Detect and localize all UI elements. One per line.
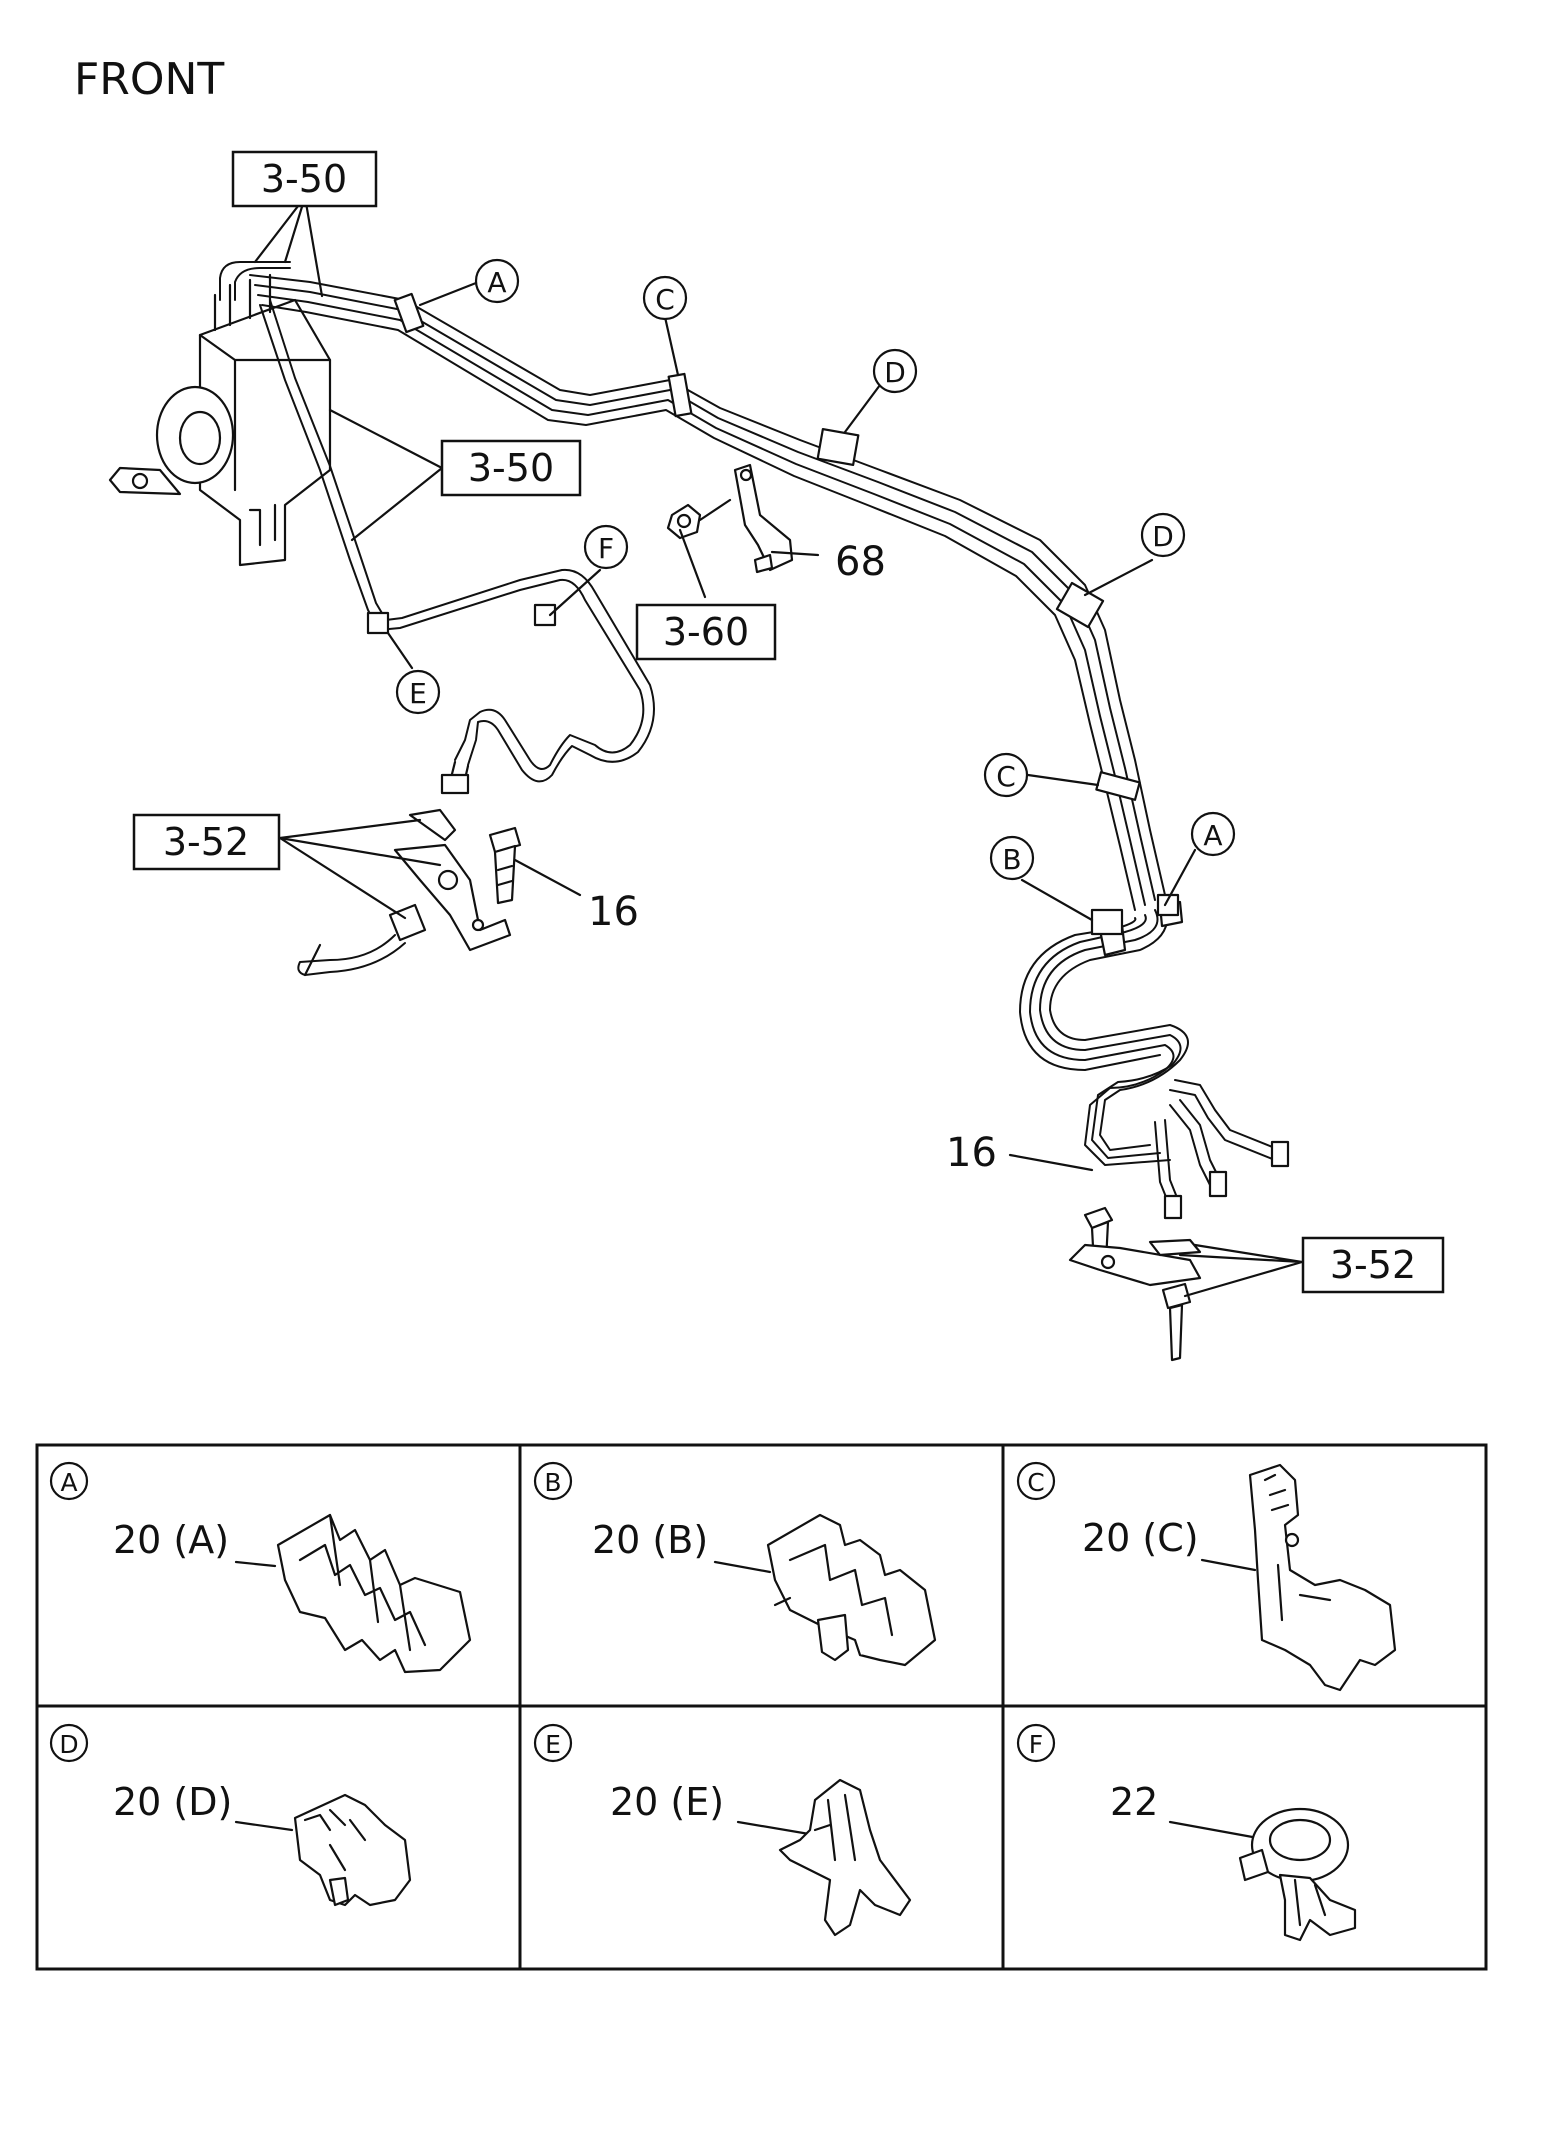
clip-20e-icon xyxy=(778,1778,912,1937)
clip-20a-icon xyxy=(276,1513,472,1674)
callout-c-top: C xyxy=(642,275,688,321)
svg-text:E: E xyxy=(545,1730,561,1759)
svg-text:F: F xyxy=(1029,1730,1043,1759)
callout-c-mid: C xyxy=(983,752,1029,798)
svg-text:D: D xyxy=(59,1730,78,1759)
clip-20d-icon xyxy=(293,1793,412,1907)
callout-e: E xyxy=(395,669,441,715)
front-heading: FRONT xyxy=(74,54,224,105)
detail-cell-b: B 20 (B) xyxy=(533,1461,937,1667)
clip-20c-icon xyxy=(1248,1463,1397,1692)
ref-box-352-right[interactable]: 3-52 xyxy=(1301,1236,1445,1294)
brake-pipe-front-left xyxy=(259,299,655,795)
detail-cell-d: D 20 (D) xyxy=(49,1723,412,1907)
ref-box-350-top[interactable]: 3-50 xyxy=(231,150,378,208)
part-label-20e: 20 (E) xyxy=(610,1780,724,1824)
detail-cell-a: A 20 (A) xyxy=(49,1461,472,1674)
leader-lines xyxy=(253,195,1304,1298)
part-number-68: 68 xyxy=(835,539,886,585)
ref-box-350-mid[interactable]: 3-50 xyxy=(440,439,582,497)
rear-junction-right xyxy=(1019,900,1290,1220)
clip-20b-icon xyxy=(766,1513,937,1667)
svg-text:A: A xyxy=(1203,819,1222,852)
callout-a-top: A xyxy=(474,258,520,304)
svg-text:E: E xyxy=(409,677,427,710)
svg-text:D: D xyxy=(1152,520,1174,553)
clip-22-icon xyxy=(1238,1807,1357,1942)
bracket-68-group xyxy=(666,463,794,574)
part-number-16-left: 16 xyxy=(588,889,639,935)
callout-d-mid: D xyxy=(1140,512,1186,558)
ref-box-360[interactable]: 3-60 xyxy=(635,603,777,661)
part-label-22: 22 xyxy=(1110,1780,1158,1824)
callout-a-right: A xyxy=(1190,811,1236,857)
svg-text:3-50: 3-50 xyxy=(261,157,347,201)
ref-box-352-left[interactable]: 3-52 xyxy=(132,813,281,871)
part-label-20c: 20 (C) xyxy=(1082,1516,1199,1560)
callout-b: B xyxy=(989,835,1035,881)
callout-f: F xyxy=(583,524,629,570)
svg-text:3-60: 3-60 xyxy=(663,610,749,654)
detail-table xyxy=(35,1443,1488,1971)
svg-text:3-50: 3-50 xyxy=(468,446,554,490)
callout-d-top: D xyxy=(872,348,918,394)
svg-text:3-52: 3-52 xyxy=(1330,1243,1416,1287)
part-number-16-right: 16 xyxy=(946,1130,997,1176)
detail-cell-f: F 22 xyxy=(1016,1723,1357,1942)
brake-pipe-bundle-main xyxy=(249,274,1166,911)
part-label-20b: 20 (B) xyxy=(592,1518,708,1562)
part-label-20a: 20 (A) xyxy=(113,1518,229,1562)
svg-text:C: C xyxy=(1027,1468,1044,1497)
detail-cell-c: C 20 (C) xyxy=(1016,1461,1397,1692)
svg-text:3-52: 3-52 xyxy=(163,820,249,864)
part-label-20d: 20 (D) xyxy=(113,1780,232,1824)
svg-text:C: C xyxy=(996,760,1016,793)
svg-text:A: A xyxy=(487,266,506,299)
rear-bracket-right xyxy=(1068,1206,1202,1362)
svg-text:A: A xyxy=(60,1468,77,1497)
svg-text:C: C xyxy=(655,283,675,316)
pipe-clips xyxy=(366,292,1180,936)
svg-text:B: B xyxy=(1002,843,1021,876)
front-hose-bracket-left xyxy=(297,808,522,977)
svg-text:F: F xyxy=(598,532,614,565)
svg-text:B: B xyxy=(544,1468,561,1497)
abs-modulator-unit xyxy=(108,261,332,567)
svg-text:D: D xyxy=(884,356,906,389)
detail-cell-e: E 20 (E) xyxy=(533,1723,912,1937)
